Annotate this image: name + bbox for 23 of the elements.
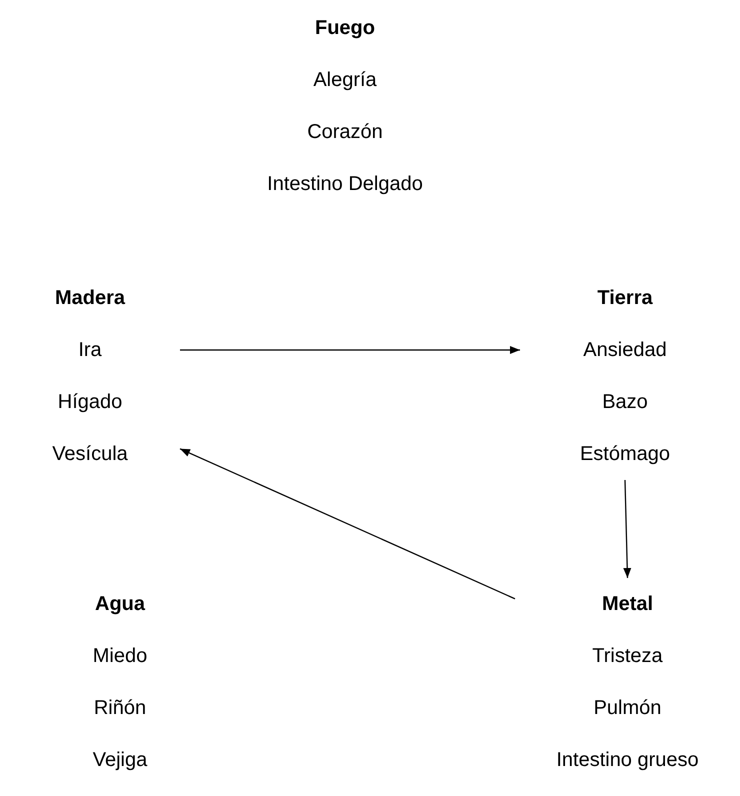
element-item: Estómago [580, 442, 670, 467]
element-item: Corazón [307, 120, 383, 145]
element-heading: Agua [95, 592, 145, 617]
element-item: Riñón [94, 696, 146, 721]
element-item: Tristeza [592, 644, 663, 669]
element-item: Intestino Delgado [267, 172, 423, 197]
element-item: Ira [78, 338, 102, 363]
element-heading: Fuego [315, 16, 375, 41]
element-item: Miedo [92, 644, 148, 669]
arrow [623, 480, 632, 578]
element-heading: Madera [54, 286, 126, 311]
element-item: Pulmón [594, 696, 662, 721]
element-item: Ansiedad [583, 338, 667, 363]
element-item: Intestino grueso [556, 748, 699, 773]
element-item: Alegría [313, 68, 377, 93]
element-heading: Tierra [597, 286, 653, 311]
arrow [180, 448, 516, 600]
arrow [180, 346, 520, 354]
element-item: Vejiga [92, 748, 148, 773]
element-item: Bazo [602, 390, 648, 415]
element-item: Hígado [58, 390, 122, 415]
element-heading: Metal [602, 592, 654, 617]
element-item: Vesícula [52, 442, 128, 467]
